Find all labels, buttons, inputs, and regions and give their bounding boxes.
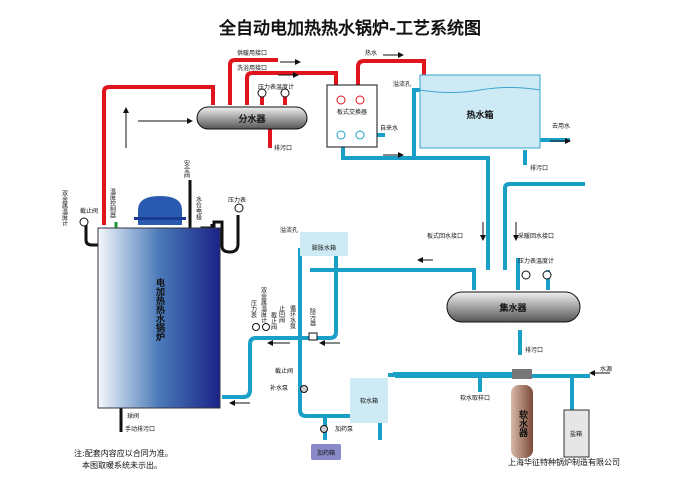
dosing-tank: 加药箱 bbox=[311, 444, 341, 460]
note-line-2: 本图取暖系统未示出。 bbox=[82, 460, 162, 470]
ball-valve-label: 球阀 bbox=[127, 412, 139, 420]
makeup-pump-label: 补水泵 bbox=[270, 384, 288, 392]
expansion-tank: 膨胀水箱 bbox=[300, 232, 348, 256]
bimetal-label: 双金属温度计 bbox=[61, 190, 68, 227]
soft-sample-label: 软水取样口 bbox=[460, 394, 490, 402]
company-name: 上海华征特种锅炉制造有限公司 bbox=[508, 457, 620, 467]
plate-exchanger: 板式交换器 bbox=[326, 84, 378, 148]
dosing-pump-label: 加药泵 bbox=[335, 425, 353, 433]
cold-water-pipes bbox=[222, 88, 590, 440]
collector-label: 集水器 bbox=[498, 302, 527, 314]
overflow-exp-label: 溢流孔 bbox=[280, 226, 298, 234]
distributor-label: 分水器 bbox=[238, 113, 266, 125]
bath-outlet-label: 洗浴用接口 bbox=[237, 64, 267, 72]
pressure-gauge-icon bbox=[257, 88, 267, 98]
stop-valve2-label: 截止阀 bbox=[270, 311, 277, 331]
plate-return-label: 板式回水接口 bbox=[427, 232, 463, 240]
salt-tank-label: 盐箱 bbox=[570, 430, 582, 438]
dirt-separator bbox=[308, 332, 318, 341]
pressure-gauge2-label: 压力表 bbox=[250, 300, 257, 319]
note-line-1: 注:配套内容应以合同为准。 bbox=[74, 448, 173, 458]
temp-controller-label: 温度控制器 bbox=[109, 187, 116, 219]
pt-gauge-bottom-label: 压力表温度计 bbox=[518, 257, 554, 265]
softener-label: 软水器 bbox=[517, 409, 529, 438]
flow-arrows bbox=[123, 52, 610, 406]
pressure-gauge-icon bbox=[252, 323, 260, 331]
stop-valve-label: 截止阀 bbox=[80, 207, 98, 215]
bimetal-thermometer-icon bbox=[79, 217, 89, 227]
dirt-sep-label: 除污器 bbox=[309, 307, 316, 327]
drain-tank-label: 排污口 bbox=[530, 164, 548, 172]
water-collector: 集水器 bbox=[446, 291, 581, 323]
heat-return-label: 采暖回水接口 bbox=[518, 232, 554, 240]
hot-water-tank: 热水箱 bbox=[419, 74, 541, 149]
makeup-pump-icon bbox=[300, 385, 308, 393]
tap-water-label: 自来水 bbox=[380, 124, 398, 132]
heating-outlet-label: 供暖用接口 bbox=[237, 49, 267, 57]
water-distributor: 分水器 bbox=[196, 106, 308, 130]
dosing-pump-icon bbox=[320, 425, 328, 433]
diagram-title: 全自动电加热热水锅炉-工艺系统图 bbox=[218, 18, 481, 39]
thermometer-icon bbox=[542, 270, 552, 280]
electric-boiler: 电加热热水锅炉 bbox=[97, 196, 221, 409]
thermometer-icon bbox=[280, 88, 290, 98]
circ-pump-label: 循环水泵 bbox=[289, 304, 296, 329]
check-valve-label: 止回阀 bbox=[278, 304, 285, 324]
manual-drain-label: 手动排污口 bbox=[125, 425, 155, 433]
water-softener: 软水器 bbox=[511, 369, 533, 458]
salt-tank: 盐箱 bbox=[563, 409, 590, 458]
soft-tank-label: 软水箱 bbox=[360, 397, 378, 405]
drain-label-top: 排污口 bbox=[274, 144, 292, 152]
safety-valve-label: 安全阀 bbox=[183, 159, 190, 179]
soft-water-tank: 软水箱 bbox=[350, 378, 388, 423]
hot-tank-label: 热水箱 bbox=[466, 109, 493, 121]
hot-water-label: 热水 bbox=[365, 49, 377, 57]
dosing-tank-label: 加药箱 bbox=[317, 449, 335, 457]
level-electrode-label: 水位电极 bbox=[195, 195, 202, 221]
thermometer-icon bbox=[262, 323, 270, 331]
exp-tank-label: 膨胀水箱 bbox=[312, 244, 336, 252]
pressure-gauge-icon bbox=[234, 203, 244, 213]
pressure-gauge-label: 压力表 bbox=[228, 196, 246, 204]
stop-valve3-label: 截止阀 bbox=[275, 367, 293, 375]
overflow-label: 溢流孔 bbox=[393, 80, 411, 88]
pt-gauge-label: 压力表温度计 bbox=[258, 83, 294, 91]
hot-water-pipes bbox=[102, 58, 426, 225]
water-source-label: 水源 bbox=[600, 365, 612, 373]
to-use-label: 去用水 bbox=[552, 122, 570, 130]
bimetal2-label: 双金属温度计 bbox=[260, 287, 267, 324]
plate-exchanger-label: 板式交换器 bbox=[337, 108, 367, 116]
pressure-gauge-icon bbox=[521, 270, 531, 280]
drain-col-label: 排污口 bbox=[525, 346, 543, 354]
boiler-label: 电加热热水锅炉 bbox=[154, 277, 166, 342]
